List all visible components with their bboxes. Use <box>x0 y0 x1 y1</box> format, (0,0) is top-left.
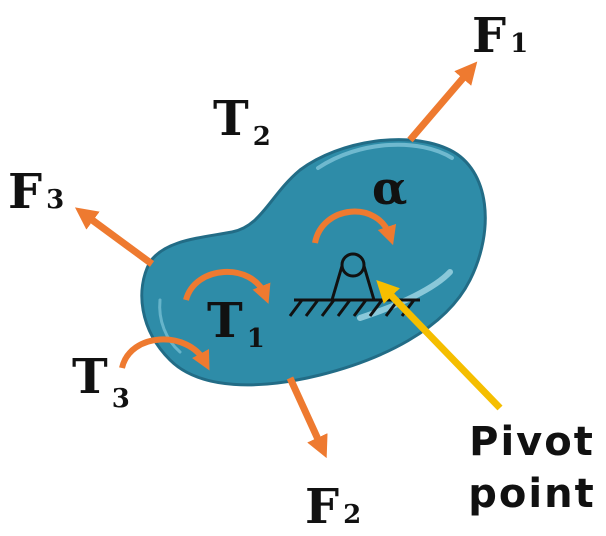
pivot-label-line2: point <box>468 471 595 517</box>
body-highlight-left <box>158 298 182 354</box>
torque-arrow-alpha <box>312 208 397 246</box>
force-arrow-f3 <box>74 207 155 267</box>
pivot-pointer-arrow <box>376 279 503 411</box>
rigid-body-shape <box>140 138 487 387</box>
label-alpha: α <box>372 161 407 215</box>
force-arrow-f2 <box>286 376 328 459</box>
force-arrow-f1 <box>407 61 478 143</box>
torque-arrow-t1 <box>183 269 271 304</box>
body-highlight-top <box>316 142 454 170</box>
torque-arrow-t3 <box>119 336 210 371</box>
pivot-label-line1: Pivot <box>469 419 595 465</box>
